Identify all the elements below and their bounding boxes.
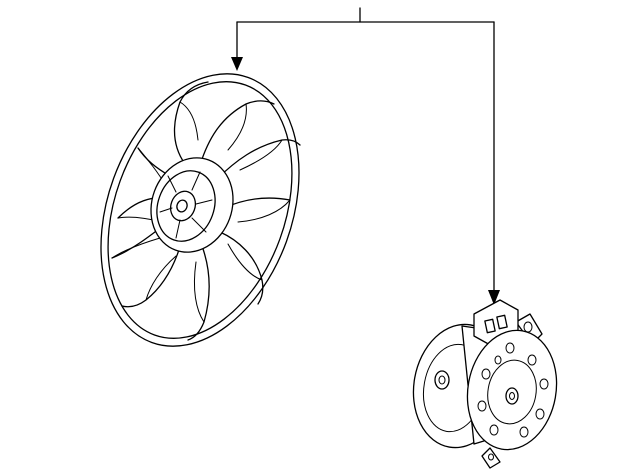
fan-motor xyxy=(412,299,558,469)
fan-blades xyxy=(111,81,301,341)
motor-bolt-holes xyxy=(477,342,549,438)
fan-blade-assembly xyxy=(100,73,301,347)
arrow-to-motor-icon xyxy=(488,290,500,305)
callout-leader xyxy=(231,7,500,305)
arrow-to-fan-icon xyxy=(231,57,243,71)
fan-hub xyxy=(150,157,234,253)
fan-outer-ring xyxy=(100,73,300,347)
motor-front-plate xyxy=(466,329,558,451)
motor-mount-tab xyxy=(481,447,501,469)
